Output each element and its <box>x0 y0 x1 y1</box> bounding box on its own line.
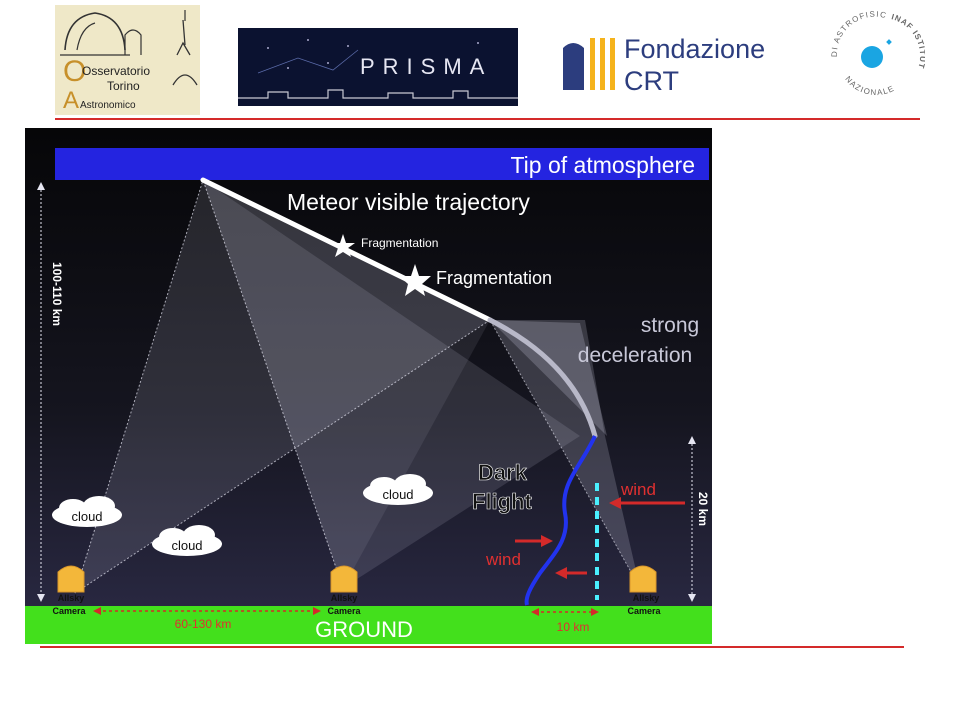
cloud-label-right: cloud <box>382 487 413 502</box>
wind-label-left: wind <box>485 550 521 569</box>
deceleration-trajectory <box>487 317 598 439</box>
drift-distance-label: 10 km <box>557 620 590 634</box>
header-divider <box>55 118 920 120</box>
allsky-camera-left: Allsky Camera <box>52 565 86 616</box>
prisma-logo: PRISMA <box>238 28 518 106</box>
cloud-label-left: cloud <box>71 509 102 524</box>
logo-text-astronomico: Astronomico <box>80 100 136 111</box>
logo-text-osservatorio: Osservatorio <box>82 64 150 78</box>
wind-label-right: wind <box>620 480 656 499</box>
crt-text-crt: CRT <box>624 66 679 96</box>
allsky-camera-center: Allsky Camera <box>327 565 361 616</box>
crt-text-fondazione: Fondazione <box>624 34 765 64</box>
tip-of-atmosphere-label: Tip of atmosphere <box>510 152 695 178</box>
dark-flight-label-line1: Dark <box>478 460 528 485</box>
inaf-logo: DI ASTROFISICA INAF ISTITUTO NAZIONALE <box>825 5 925 97</box>
prisma-text: PRISMA <box>360 54 492 79</box>
fondazione-crt-logo: Fondazione CRT <box>563 34 765 96</box>
camera-label-top-center: Allsky <box>331 593 358 603</box>
altitude-label-main: 100-110 km <box>50 262 64 326</box>
fragmentation-label-small: Fragmentation <box>361 236 438 250</box>
camera-label-bottom-right: Camera <box>627 606 661 616</box>
fragmentation-star-large <box>399 264 431 296</box>
fragmentation-star-small <box>331 234 355 257</box>
altitude-label-dark-flight: 20 km <box>696 492 710 526</box>
dark-flight-label-line2: Flight <box>472 489 533 514</box>
cloud-right: cloud <box>363 474 433 505</box>
camera-label-top-right: Allsky <box>633 593 660 603</box>
camera-label-top-left: Allsky <box>58 593 85 603</box>
fragmentation-label-large: Fragmentation <box>436 268 552 288</box>
svg-text:O: O <box>63 55 86 88</box>
deceleration-label-line2: deceleration <box>578 344 692 367</box>
ground-label: GROUND <box>315 617 413 642</box>
logo-text-torino: Torino <box>107 79 140 93</box>
cloud-center: cloud <box>152 525 222 556</box>
camera-distance-label: 60-130 km <box>175 617 232 631</box>
cloud-left: cloud <box>52 496 122 527</box>
meteor-dark-flight-diagram: Tip of atmosphere Meteor visible traject… <box>25 128 712 644</box>
tip-of-atmosphere-band <box>55 148 709 180</box>
svg-text:NAZIONALE: NAZIONALE <box>843 74 896 97</box>
camera-label-bottom-center: Camera <box>327 606 361 616</box>
trajectory-label: Meteor visible trajectory <box>287 189 530 215</box>
svg-text:A: A <box>63 87 79 114</box>
camera-view-cones <box>74 179 641 594</box>
cloud-label-center: cloud <box>171 538 202 553</box>
deceleration-label-line1: strong <box>641 314 699 337</box>
camera-label-bottom-left: Camera <box>52 606 86 616</box>
inaf-ring-bottom: NAZIONALE <box>843 74 895 97</box>
footer-divider <box>40 646 904 648</box>
dark-flight-path <box>524 435 597 606</box>
allsky-camera-right: Allsky Camera <box>627 565 661 616</box>
osservatorio-torino-logo: O Osservatorio Torino A Astronomico <box>55 5 200 115</box>
